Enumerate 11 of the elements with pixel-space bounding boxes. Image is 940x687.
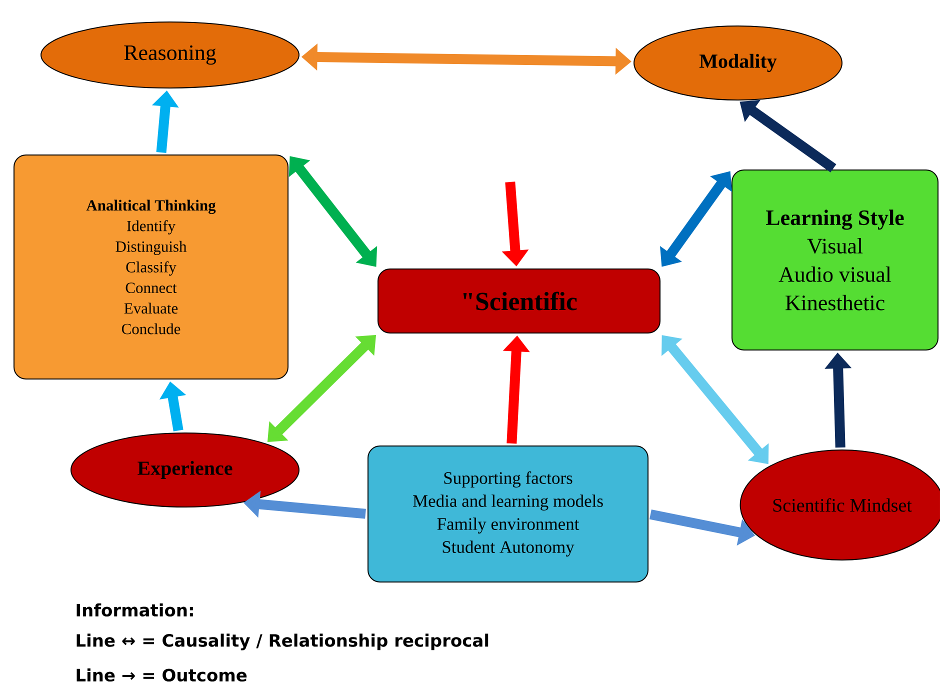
legend-text: Information:: [76, 603, 193, 617]
legend-text: Line ↔ = Causality / Relationship reciprocal: [76, 634, 488, 650]
legend-text: Line → = Outcome: [76, 668, 247, 682]
rounded-box: "Scientific: [378, 268, 660, 334]
oval: Experience: [70, 432, 300, 508]
oval: Modality: [634, 25, 842, 100]
rounded-box: Analitical Thinking Identify Distinguish Classify Connect Evaluate Conclude: [14, 154, 288, 380]
oval: Scientific Mindset: [740, 449, 940, 560]
rounded-box: Supporting factors Media and learning models Family environment Student Autonomy: [368, 445, 648, 582]
rounded-box: Learning Style Visual Audio visual Kinesthetic: [732, 170, 938, 350]
oval: Reasoning: [40, 22, 300, 88]
